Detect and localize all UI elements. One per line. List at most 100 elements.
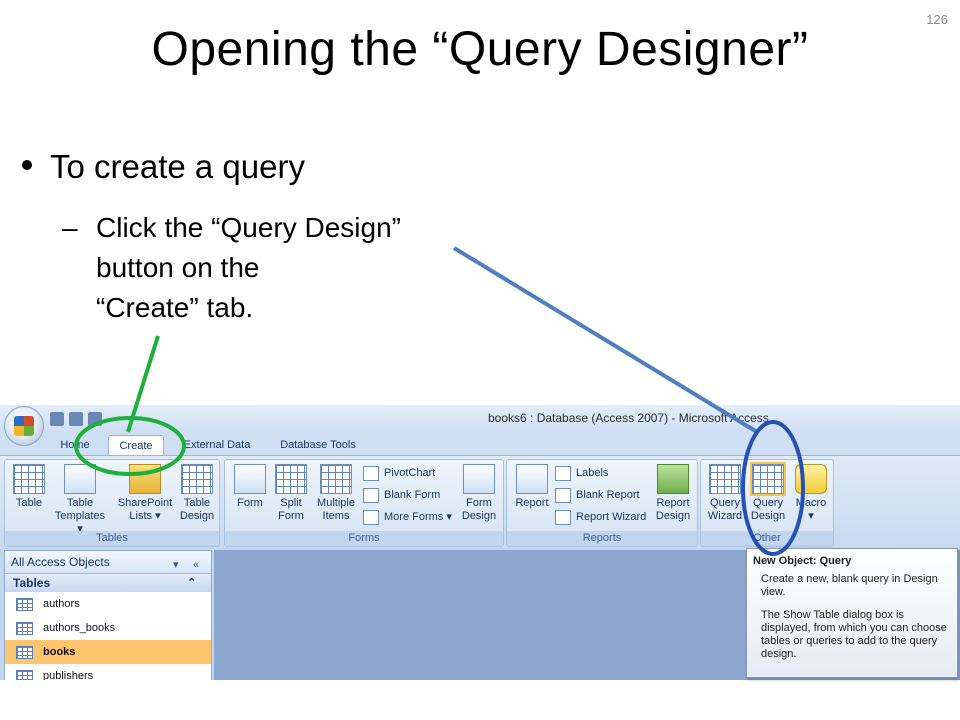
group-label-forms: Forms <box>225 531 503 546</box>
sub-line-2: button on the <box>96 252 260 283</box>
query-design-label: Query <box>753 497 783 509</box>
nav-item-books[interactable]: books <box>5 640 211 664</box>
multiple-items-label-2: Items <box>322 510 350 522</box>
slide-title: Opening the “Query Designer” <box>151 23 809 76</box>
sharepoint-icon <box>129 464 161 494</box>
ribbon-tabs: Home Create External Data Database Tools <box>0 431 960 456</box>
bullet-text: To create a query <box>50 148 305 185</box>
form-icon <box>234 464 266 494</box>
report-button[interactable]: Report <box>511 464 553 510</box>
sub-line-3: “Create” tab. <box>96 292 254 323</box>
pivotchart-icon <box>363 465 379 481</box>
title-bar: books6 : Database (Access 2007) - Micros… <box>0 405 960 431</box>
report-wizard-icon <box>555 509 571 525</box>
sharepoint-label-2: Lists ▾ <box>129 510 161 522</box>
bullet-dot-icon <box>22 160 32 171</box>
navigation-pane: All Access Objects ▾ « Tables ⌃ authors … <box>4 550 212 680</box>
bullet-item: To create a query <box>22 148 305 186</box>
labels-icon <box>555 465 571 481</box>
report-icon <box>516 464 548 494</box>
dash-icon: – <box>62 212 78 243</box>
report-wizard-button[interactable]: Report Wizard <box>555 508 646 526</box>
office-logo-icon <box>14 416 34 436</box>
table-button-label: Table <box>15 497 43 509</box>
form-design-icon <box>463 464 495 494</box>
nav-collapse-icon[interactable]: « <box>193 559 200 571</box>
query-design-icon <box>752 464 784 494</box>
window-title: books6 : Database (Access 2007) - Micros… <box>488 411 769 425</box>
macro-label: Macro <box>795 497 827 509</box>
quick-access-toolbar <box>50 410 107 426</box>
query-design-tooltip: New Object: Query Create a new, blank qu… <box>746 548 958 678</box>
undo-icon[interactable] <box>69 411 83 426</box>
table-design-label: Table <box>183 497 211 509</box>
split-form-icon <box>275 464 307 494</box>
tooltip-paragraph-2: The Show Table dialog box is displayed, … <box>761 609 947 660</box>
pivotchart-label: PivotChart <box>384 467 436 479</box>
blank-form-icon <box>363 487 379 503</box>
slide-number: 126 <box>926 12 948 27</box>
form-design-label: Form <box>466 497 492 509</box>
group-reports: Report Labels Blank Report Report Wizard… <box>506 459 698 547</box>
form-label: Form <box>237 497 263 509</box>
tooltip-paragraph-1: Create a new, blank query in Design view… <box>761 573 938 598</box>
office-button[interactable] <box>4 406 44 446</box>
nav-section-label: Tables <box>13 576 51 590</box>
table-icon <box>16 670 33 680</box>
tab-database-tools[interactable]: Database Tools <box>280 439 356 451</box>
blank-report-button[interactable]: Blank Report <box>555 486 640 504</box>
macro-button[interactable]: Macro▾ <box>791 464 831 523</box>
table-icon <box>13 464 45 494</box>
tab-home[interactable]: Home <box>60 439 90 451</box>
query-wizard-label: Query <box>710 497 740 509</box>
nav-item-authors[interactable]: authors <box>5 592 211 616</box>
tab-create[interactable]: Create <box>108 435 164 456</box>
blank-report-label: Blank Report <box>576 489 640 501</box>
group-label-tables: Tables <box>5 531 219 546</box>
pivotchart-button[interactable]: PivotChart <box>363 464 435 482</box>
sub-bullet: – Click the “Query Design” button on the… <box>62 208 401 328</box>
query-wizard-icon <box>709 464 741 494</box>
table-icon <box>16 646 33 659</box>
redo-icon[interactable] <box>88 411 102 426</box>
form-button[interactable]: Form <box>229 464 271 510</box>
table-templates-label: Table <box>66 497 94 509</box>
nav-header[interactable]: All Access Objects ▾ « <box>5 551 211 574</box>
query-design-label-2: Design <box>750 510 786 522</box>
sub-line-1: Click the “Query Design” <box>96 212 401 243</box>
nav-dropdown-icon[interactable]: ▾ <box>173 559 179 571</box>
table-design-label-2: Design <box>179 510 215 522</box>
blank-form-button[interactable]: Blank Form <box>363 486 440 504</box>
report-label: Report <box>515 497 549 509</box>
report-design-label-2: Design <box>655 510 691 522</box>
tooltip-title: New Object: Query <box>753 555 852 567</box>
table-templates-icon <box>64 464 96 494</box>
macro-label-2: ▾ <box>808 510 814 522</box>
more-forms-button[interactable]: More Forms ▾ <box>363 508 452 526</box>
table-icon <box>16 622 33 635</box>
sharepoint-label: SharePoint <box>117 497 173 509</box>
table-button[interactable]: Table <box>9 464 49 510</box>
table-design-icon <box>181 464 213 494</box>
nav-item-label: books <box>43 646 76 658</box>
save-icon[interactable] <box>50 411 64 426</box>
nav-item-publishers[interactable]: publishers <box>5 664 211 680</box>
labels-label: Labels <box>576 467 609 479</box>
nav-section-tables[interactable]: Tables ⌃ <box>5 574 211 592</box>
blank-form-label: Blank Form <box>384 489 441 501</box>
chevron-up-icon[interactable]: ⌃ <box>187 577 197 589</box>
tab-external-data[interactable]: External Data <box>183 439 251 451</box>
nav-item-authors-books[interactable]: authors_books <box>5 616 211 640</box>
nav-item-label: authors_books <box>43 622 116 634</box>
labels-button[interactable]: Labels <box>555 464 608 482</box>
